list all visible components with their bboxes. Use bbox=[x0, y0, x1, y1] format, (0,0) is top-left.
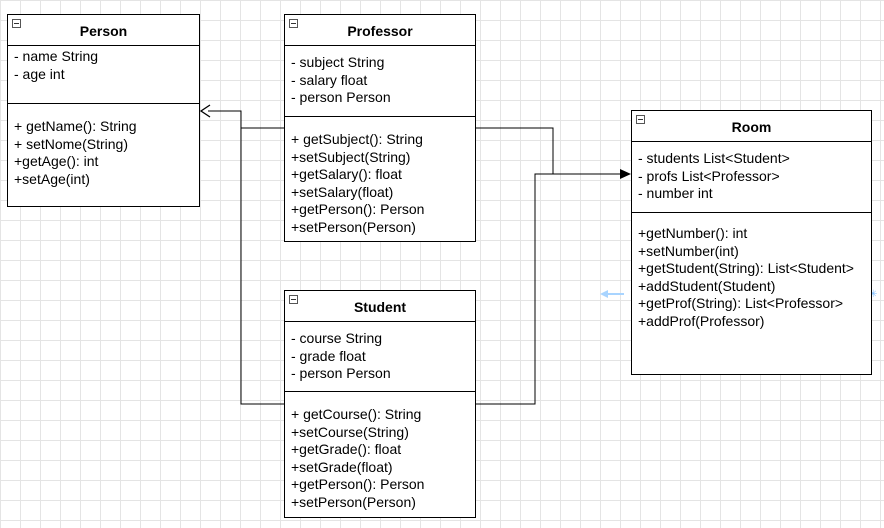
blue-left-arrow-icon[interactable] bbox=[600, 290, 624, 298]
method: +getGrade(): float bbox=[291, 441, 402, 457]
method: + getSubject(): String bbox=[291, 131, 423, 147]
class-professor-header: Professor bbox=[285, 15, 475, 46]
method: +setPerson(Person) bbox=[291, 218, 416, 235]
method: +setAge(int) bbox=[14, 170, 90, 187]
method: + setNome(String) bbox=[14, 135, 128, 152]
methods-compartment: + getCourse(): String +setCourse(String)… bbox=[285, 392, 475, 511]
class-name: Student bbox=[353, 299, 407, 315]
collapse-icon[interactable] bbox=[289, 19, 298, 28]
hint-marker-right: ✳ bbox=[869, 289, 877, 300]
method: +setSalary(float) bbox=[291, 183, 394, 200]
method: +getAge(): int bbox=[14, 153, 99, 169]
attribute: - name String bbox=[14, 48, 99, 64]
method: +addStudent(Student) bbox=[638, 277, 776, 294]
connector-student-person[interactable] bbox=[240, 111, 284, 405]
connector-professor-room[interactable] bbox=[476, 127, 621, 175]
class-room-header: Room bbox=[632, 111, 871, 142]
method: +setSubject(String) bbox=[291, 148, 411, 165]
class-student-header: Student bbox=[285, 291, 475, 322]
method: +getSalary(): float bbox=[291, 166, 402, 182]
attributes-compartment: - name String - age int bbox=[8, 46, 199, 104]
class-name: Professor bbox=[347, 23, 413, 39]
method: + getCourse(): String bbox=[291, 406, 422, 422]
collapse-icon[interactable] bbox=[12, 19, 21, 28]
method: +getPerson(): Person bbox=[291, 476, 425, 492]
method: +setPerson(Person) bbox=[291, 493, 416, 510]
connector-professor-person[interactable] bbox=[208, 110, 284, 129]
class-professor[interactable]: Professor - subject String - salary floa… bbox=[284, 14, 476, 242]
method: +setNumber(int) bbox=[638, 242, 739, 259]
methods-compartment: +getNumber(): int +setNumber(int) +getSt… bbox=[632, 213, 871, 330]
class-person[interactable]: Person - name String - age int + getName… bbox=[7, 14, 200, 207]
attributes-compartment: - subject String - salary float - person… bbox=[285, 46, 475, 117]
method: + getName(): String bbox=[14, 118, 137, 134]
attributes-compartment: - course String - grade float - person P… bbox=[285, 322, 475, 392]
attribute: - profs List<Professor> bbox=[638, 167, 780, 184]
class-person-header: Person bbox=[8, 15, 199, 46]
attributes-compartment: - students List<Student> - profs List<Pr… bbox=[632, 142, 871, 213]
class-name: Person bbox=[79, 23, 128, 39]
attribute: - person Person bbox=[291, 365, 391, 381]
method: +getStudent(String): List<Student> bbox=[638, 260, 854, 276]
collapse-icon[interactable] bbox=[289, 295, 298, 304]
attribute: - students List<Student> bbox=[638, 150, 790, 166]
connector-student-room[interactable] bbox=[476, 173, 621, 405]
method: +addProf(Professor) bbox=[638, 312, 765, 329]
open-arrowhead-icon bbox=[199, 104, 211, 118]
method: +getPerson(): Person bbox=[291, 201, 425, 217]
class-name: Room bbox=[731, 119, 772, 135]
method: +setCourse(String) bbox=[291, 423, 409, 440]
attribute: - salary float bbox=[291, 71, 368, 88]
methods-compartment: + getName(): String + setNome(String) +g… bbox=[8, 104, 199, 188]
attribute: - grade float bbox=[291, 347, 366, 364]
method: +getProf(String): List<Professor> bbox=[638, 295, 844, 311]
attribute: - person Person bbox=[291, 89, 391, 105]
method: +setGrade(float) bbox=[291, 458, 393, 475]
attribute: - number int bbox=[638, 185, 713, 201]
method: +getNumber(): int bbox=[638, 225, 748, 241]
methods-compartment: + getSubject(): String +setSubject(Strin… bbox=[285, 117, 475, 236]
class-student[interactable]: Student - course String - grade float - … bbox=[284, 290, 476, 518]
filled-arrowhead-icon bbox=[620, 169, 631, 179]
attribute: - subject String bbox=[291, 54, 385, 70]
attribute: - course String bbox=[291, 330, 383, 346]
class-room[interactable]: Room - students List<Student> - profs Li… bbox=[631, 110, 872, 375]
attribute: - age int bbox=[14, 65, 65, 82]
collapse-icon[interactable] bbox=[636, 115, 645, 124]
